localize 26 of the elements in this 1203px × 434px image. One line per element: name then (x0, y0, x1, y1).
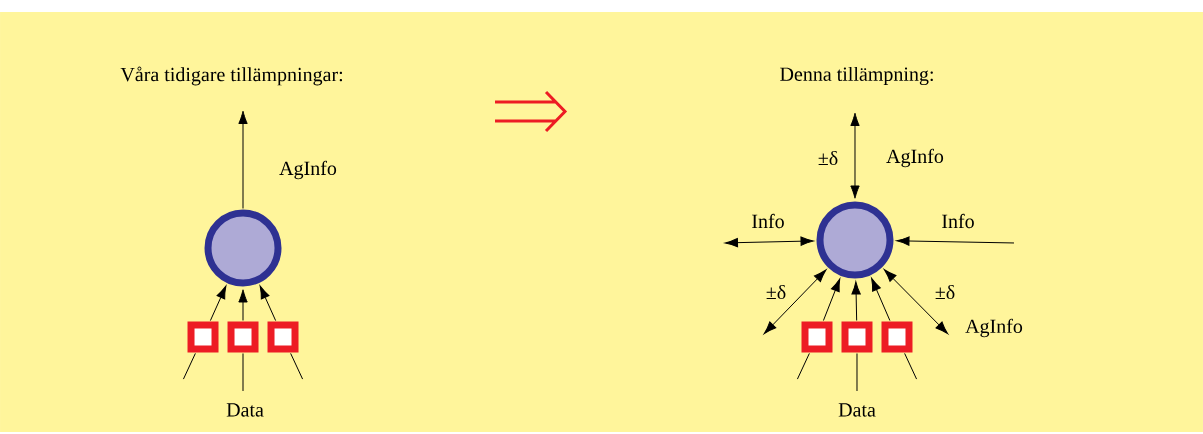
data-box (801, 321, 833, 353)
arrow (883, 269, 949, 335)
arrow (209, 285, 227, 322)
arrow (238, 289, 248, 321)
arrow (851, 281, 861, 321)
arrow (724, 236, 814, 248)
arrow (850, 112, 860, 199)
data-box (187, 321, 219, 353)
edge-label: AgInfo (278, 159, 338, 181)
arrow-label: AgInfo (965, 318, 1023, 338)
arrow (259, 285, 277, 322)
data-box (267, 321, 299, 353)
edge-label: AgInfo (885, 147, 945, 169)
arrow (871, 277, 891, 322)
data-label: Data (838, 403, 876, 417)
arrow (238, 110, 248, 209)
data-box (881, 321, 913, 353)
data-box (841, 321, 873, 353)
arrow-label: ±δ (818, 150, 838, 166)
arrow (896, 236, 1015, 246)
arrow (822, 278, 841, 322)
heading: Denna tillämpning: (780, 66, 933, 86)
data-box (227, 321, 259, 353)
data-label: Data (226, 403, 264, 417)
heading: Våra tidigare tillämpningar: (120, 66, 343, 86)
arrow (763, 269, 827, 335)
